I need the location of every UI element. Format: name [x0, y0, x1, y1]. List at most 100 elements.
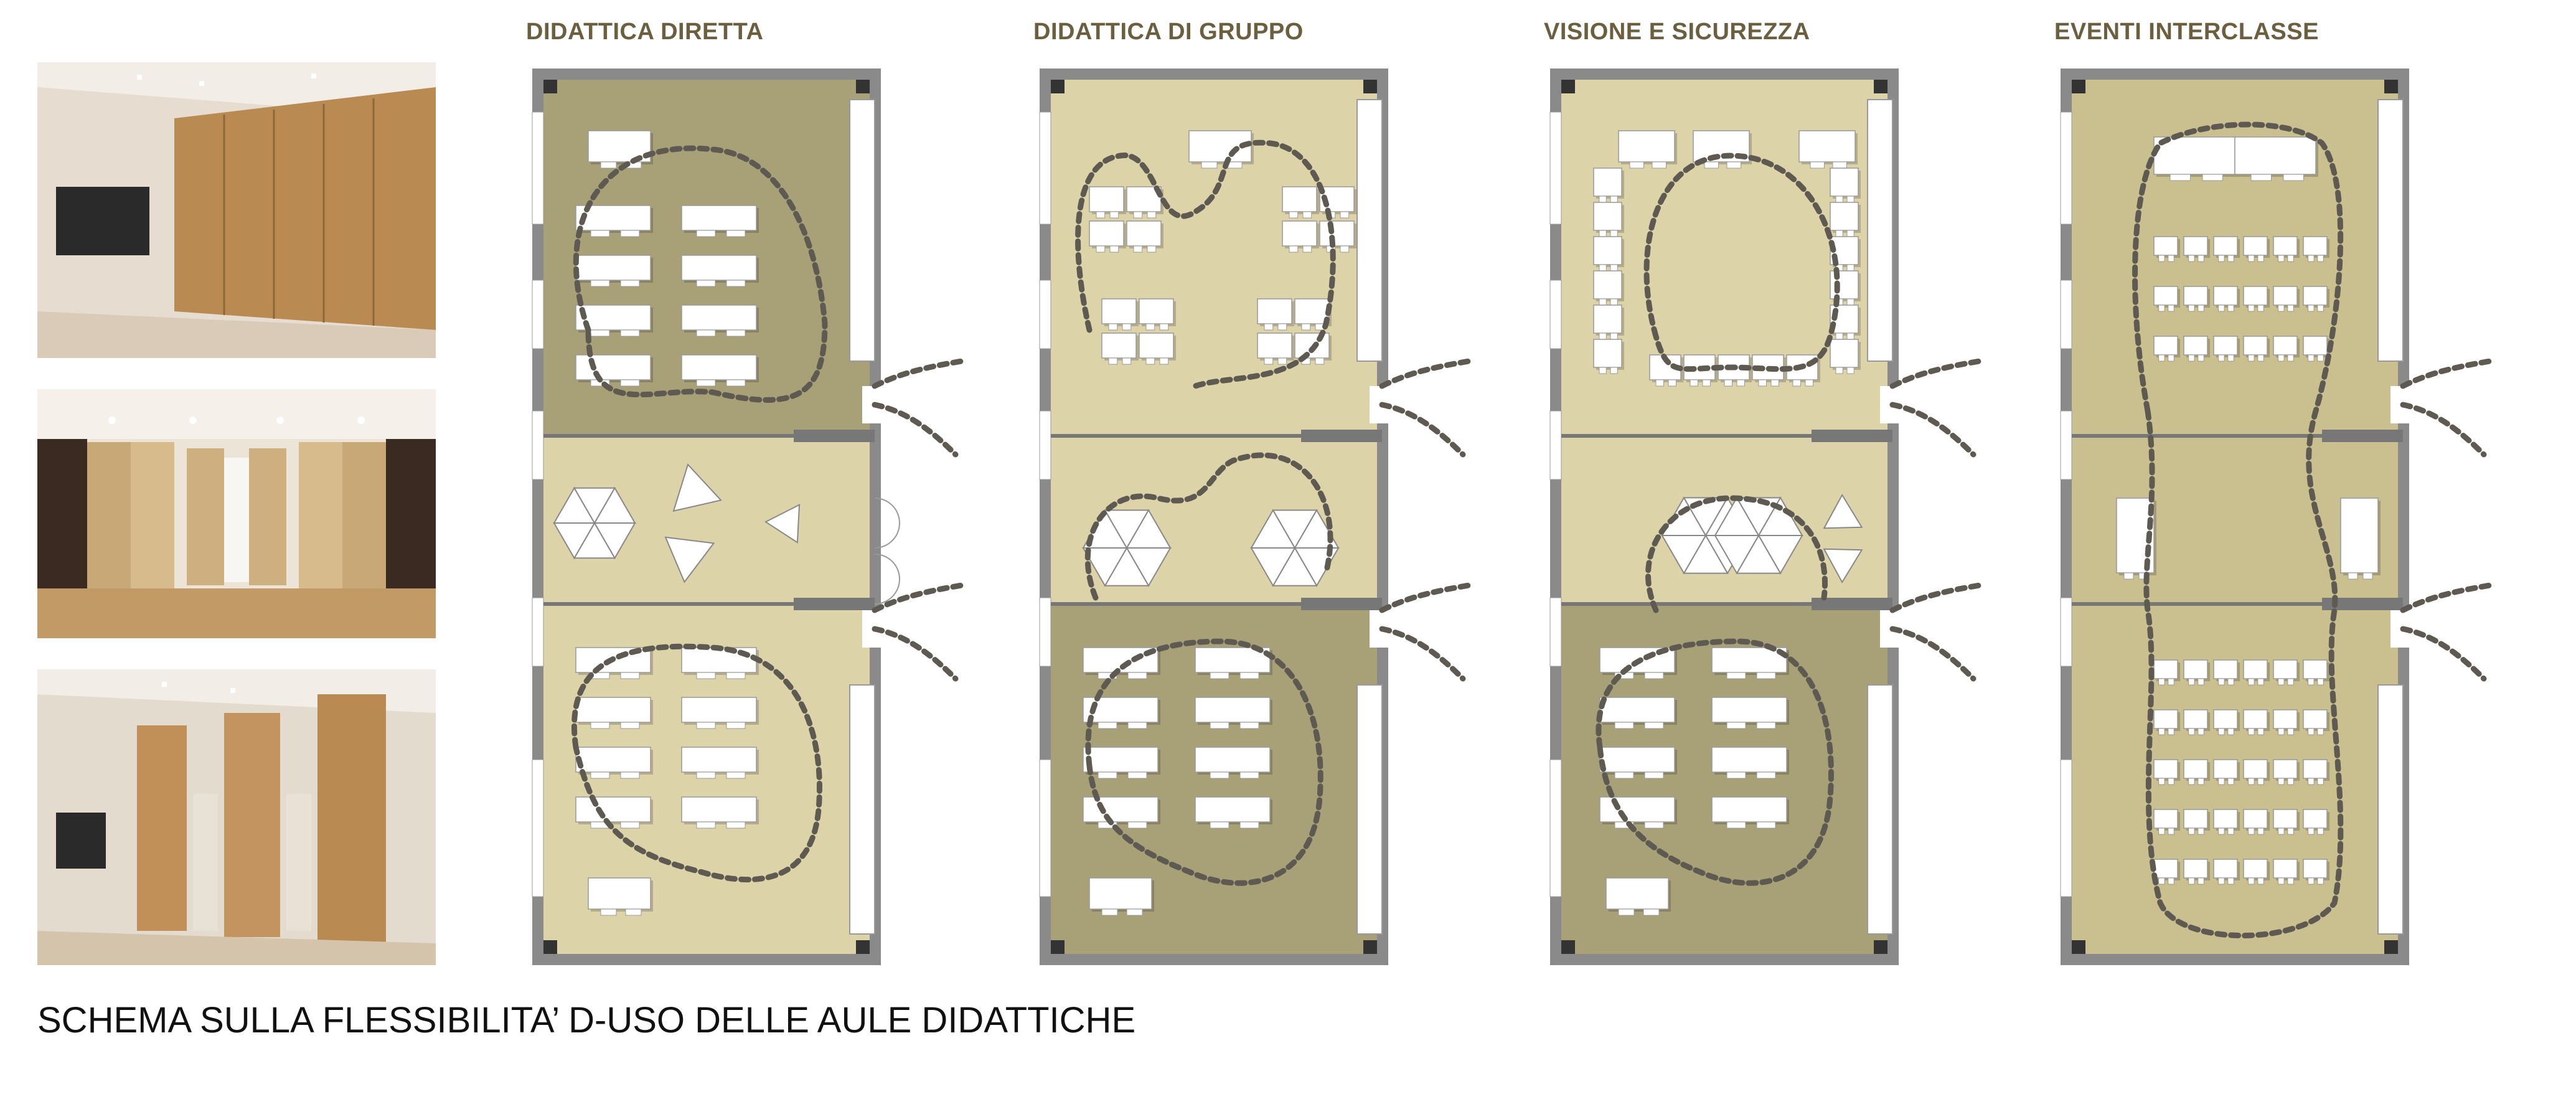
column — [2384, 940, 2398, 954]
photo-wall-partial — [37, 669, 436, 965]
chair — [2278, 778, 2285, 785]
photo-wall-open — [37, 389, 436, 638]
chair — [2218, 728, 2225, 735]
chair — [1805, 379, 1813, 387]
chair — [1098, 722, 1117, 729]
chair — [2198, 678, 2204, 686]
chair — [2198, 828, 2204, 835]
chair — [1835, 367, 1843, 374]
desk — [1195, 697, 1271, 723]
desk — [2213, 859, 2238, 879]
chair — [726, 230, 746, 237]
chair — [620, 722, 640, 729]
chair — [2218, 828, 2225, 835]
chair — [1810, 161, 1825, 169]
wall-segment — [794, 598, 875, 610]
desk — [2273, 336, 2298, 356]
desk — [2183, 659, 2208, 679]
desk — [575, 697, 651, 723]
chair — [600, 908, 617, 916]
desk — [2183, 809, 2208, 829]
chair — [1096, 245, 1106, 253]
chair — [1835, 196, 1843, 203]
desk — [2213, 759, 2238, 779]
desk — [1830, 202, 1859, 231]
chair — [726, 379, 746, 387]
chair — [2158, 877, 2165, 885]
window — [1549, 759, 1562, 897]
chair — [2188, 728, 2195, 735]
chair — [1610, 230, 1618, 237]
window — [2060, 280, 2072, 349]
desk — [2303, 659, 2328, 679]
chair — [590, 280, 610, 287]
chair — [2158, 255, 2165, 262]
desk — [2243, 236, 2268, 256]
desk — [2243, 759, 2268, 779]
movement-path — [2400, 358, 2493, 389]
desk — [1282, 186, 1317, 212]
chair — [2257, 354, 2264, 362]
desk — [2153, 286, 2178, 306]
chair — [2257, 255, 2264, 262]
chair — [2362, 572, 2373, 580]
chair — [1147, 245, 1157, 253]
column — [2072, 80, 2085, 93]
chair — [2308, 828, 2315, 835]
chair — [1127, 672, 1147, 679]
chair — [1289, 211, 1299, 219]
chair — [1610, 333, 1618, 340]
desk — [2243, 709, 2268, 729]
movement-path — [872, 402, 959, 458]
window — [1039, 280, 1051, 349]
chair — [1133, 211, 1143, 219]
chair — [1210, 672, 1229, 679]
chair — [726, 821, 746, 829]
chair — [620, 230, 640, 237]
wall-segment — [794, 430, 875, 442]
panel-title: DIDATTICA DI GRUPPO — [1033, 19, 1304, 45]
chair — [620, 672, 640, 679]
desk — [2183, 759, 2208, 779]
chair — [1145, 357, 1155, 365]
chair — [1846, 230, 1854, 237]
desk — [2234, 136, 2316, 175]
chair — [2308, 304, 2315, 312]
desk — [1257, 333, 1292, 359]
wall-segment — [2322, 598, 2403, 610]
desk — [2153, 709, 2178, 729]
chair — [590, 329, 610, 337]
chair — [2168, 304, 2174, 312]
desk — [2183, 859, 2208, 879]
desk — [2153, 336, 2178, 356]
desk — [1599, 796, 1675, 823]
desk — [2183, 336, 2208, 356]
chair — [2168, 678, 2174, 686]
desk — [1593, 270, 1622, 300]
chair — [2168, 828, 2174, 835]
desk — [2243, 336, 2268, 356]
wall-segment — [1301, 430, 1382, 442]
chair — [1702, 379, 1711, 387]
desk — [2213, 709, 2238, 729]
chair — [1644, 722, 1664, 729]
movement-path — [1889, 358, 1983, 389]
column — [1561, 940, 1575, 954]
chair — [2257, 778, 2264, 785]
column — [1874, 940, 1887, 954]
window — [532, 280, 544, 349]
chair — [2218, 678, 2225, 686]
chair — [1618, 908, 1635, 916]
desk — [1711, 747, 1787, 773]
chair — [1655, 379, 1664, 387]
chair — [2188, 304, 2195, 312]
desk — [1593, 339, 1622, 368]
desk — [1083, 796, 1159, 823]
chair — [1599, 367, 1607, 374]
chair — [2227, 678, 2234, 686]
window — [532, 759, 544, 897]
wall-segment — [2322, 430, 2403, 442]
chair — [1644, 821, 1664, 829]
chair — [726, 771, 746, 779]
chair — [2218, 778, 2225, 785]
